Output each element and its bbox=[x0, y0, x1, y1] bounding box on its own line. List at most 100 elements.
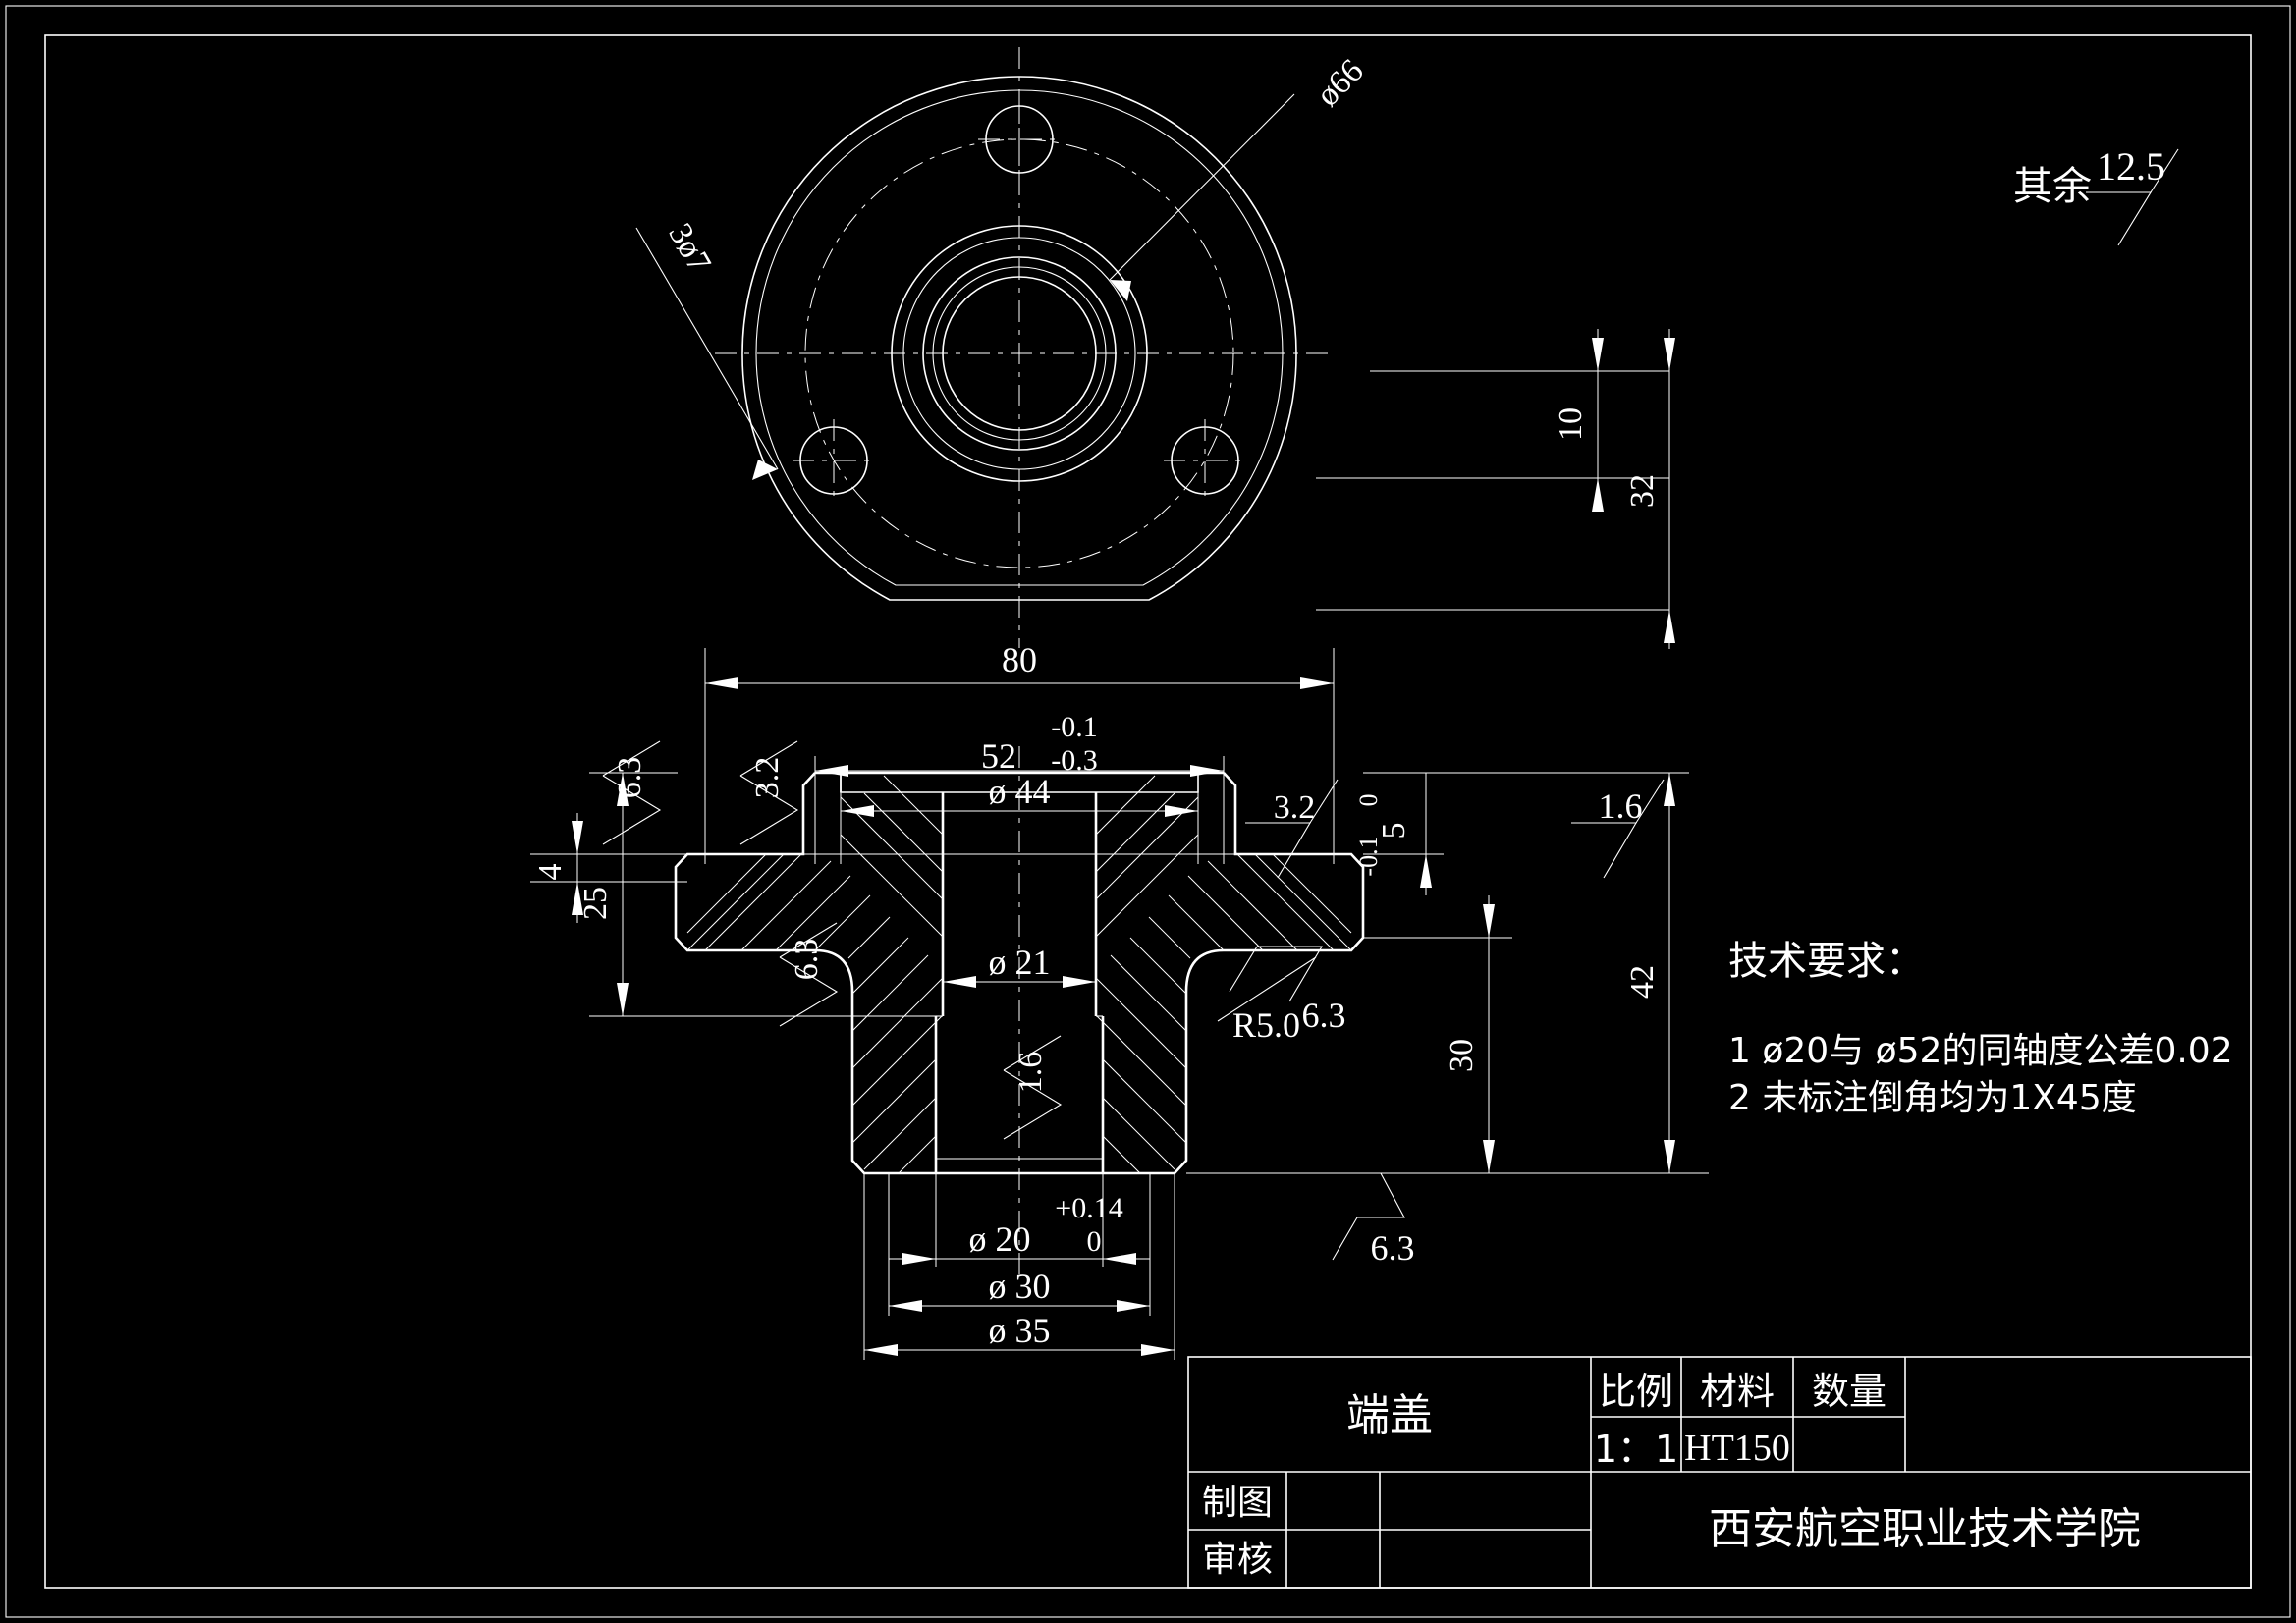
section-view: 80 52 -0.1 -0.3 ø 44 ø 21 ø 20 +0.14 0 bbox=[530, 640, 1709, 1360]
roughness-bore-16-value: 1.6 bbox=[1012, 1052, 1049, 1094]
dim-spigot-52: 52 bbox=[981, 736, 1016, 776]
title-scale-label: 比例 bbox=[1599, 1370, 1673, 1413]
tech-note-2: 2 未标注倒角均为1X45度 bbox=[1728, 1078, 2137, 1118]
dia66-leader bbox=[1109, 93, 1295, 281]
dim-5-tol-upper: 0 bbox=[1354, 794, 1383, 807]
dim-52-arrow-l bbox=[815, 765, 848, 777]
dim-30d-arrow-l bbox=[889, 1300, 922, 1312]
dim-bolt-hole-spec: 3ø7 bbox=[661, 217, 718, 279]
dim-80-arrow-l bbox=[705, 677, 738, 689]
dim-35-arrow-l bbox=[864, 1344, 898, 1356]
roughness-right-63-value: 6.3 bbox=[1302, 996, 1346, 1035]
roughness-left-32-value: 3.2 bbox=[749, 757, 786, 799]
dim-5-arrow-b bbox=[1420, 854, 1432, 888]
roughness-bottom-63: 6.3 bbox=[1332, 1172, 1415, 1268]
dim-52-arrow-r bbox=[1190, 765, 1224, 777]
dim-flange-thickness-4: 4 bbox=[532, 864, 569, 881]
dim-boss-height-30: 30 bbox=[1444, 1039, 1480, 1072]
technical-requirements: 技术要求： 1 ø20与 ø52的同轴度公差0.02 2 未标注倒角均为1X45… bbox=[1728, 939, 2233, 1118]
dim-fillet-r5: R5.0 bbox=[1232, 1005, 1300, 1045]
dim-20-tol-upper: +0.14 bbox=[1055, 1192, 1122, 1224]
section-hatch-left bbox=[686, 775, 944, 1174]
tech-notes-heading: 技术要求： bbox=[1728, 939, 1925, 984]
dim-30d-arrow-r bbox=[1117, 1300, 1150, 1312]
dim-21-arrow-r bbox=[1063, 976, 1096, 988]
dim-4-arrow-t bbox=[572, 821, 583, 854]
title-part-name: 端盖 bbox=[1346, 1390, 1433, 1440]
dim-5-tol-lower: -0.1 bbox=[1354, 836, 1383, 876]
roughness-left-lower: 6.3 bbox=[779, 922, 839, 1027]
dim-25-arrow-b bbox=[617, 983, 629, 1016]
dim-42-arrow-t bbox=[1664, 773, 1675, 806]
holes-leader bbox=[635, 227, 779, 470]
roughness-top-16: 1.6 bbox=[1571, 779, 1665, 879]
dim-flange-width-80: 80 bbox=[1002, 640, 1037, 679]
title-checked-label: 审核 bbox=[1202, 1540, 1273, 1580]
roughness-bore-16: 1.6 bbox=[1003, 1035, 1063, 1140]
dim-boss-30: ø 30 bbox=[989, 1267, 1051, 1306]
roughness-left-upper: 6.3 bbox=[602, 740, 662, 845]
title-material-value: HT150 bbox=[1684, 1428, 1790, 1469]
general-note-value: 12.5 bbox=[2097, 144, 2165, 189]
dim-boss-35: ø 35 bbox=[989, 1311, 1051, 1350]
dim-30h-arrow-b bbox=[1483, 1140, 1495, 1173]
title-material-label: 材料 bbox=[1700, 1370, 1775, 1413]
general-note-label: 其余 bbox=[2013, 164, 2092, 209]
dim-overall-height-42: 42 bbox=[1624, 965, 1661, 999]
dim-bore-21: ø 21 bbox=[989, 943, 1051, 982]
dim-depth-32: 32 bbox=[1624, 474, 1661, 508]
dim-bore-20: ø 20 bbox=[969, 1219, 1031, 1259]
dim-35-arrow-r bbox=[1141, 1344, 1175, 1356]
roughness-left-lower-value: 6.3 bbox=[789, 939, 825, 981]
dim-32-arrow-bot bbox=[1664, 610, 1675, 643]
dim-step-5: 5 bbox=[1376, 823, 1412, 839]
inner-border bbox=[44, 34, 2252, 1589]
roughness-right-32: 3.2 bbox=[1245, 779, 1339, 879]
dim-80-arrow-r bbox=[1300, 677, 1334, 689]
dim-20-arrow-l bbox=[902, 1253, 936, 1265]
general-roughness-note: 其余 12.5 bbox=[2013, 144, 2179, 246]
dim-20-arrow-r bbox=[1103, 1253, 1136, 1265]
roughness-bottom-63-value: 6.3 bbox=[1371, 1228, 1415, 1268]
dim-44-arrow-r bbox=[1165, 805, 1198, 817]
roughness-right-32-value: 3.2 bbox=[1274, 789, 1316, 826]
top-view: ø66 3ø7 10 32 bbox=[635, 47, 1675, 649]
section-left-outline bbox=[674, 772, 1019, 1175]
roughness-right-63: 6.3 bbox=[1229, 946, 1346, 1035]
dim-bolt-circle-dia: ø66 bbox=[1309, 52, 1370, 113]
dim-20-tol-lower: 0 bbox=[1087, 1225, 1102, 1258]
dim-32-arrow-top bbox=[1664, 338, 1675, 371]
tech-note-1: 1 ø20与 ø52的同轴度公差0.02 bbox=[1728, 1031, 2233, 1071]
dim-spigot-height-25: 25 bbox=[577, 887, 614, 920]
r50-leader bbox=[1217, 956, 1317, 1022]
dim-4-arrow-b bbox=[572, 882, 583, 915]
dim-10-arrow-bot bbox=[1592, 478, 1604, 512]
dim-10-arrow-top bbox=[1592, 338, 1604, 371]
title-drawn-label: 制图 bbox=[1202, 1483, 1273, 1523]
section-right-outline bbox=[1019, 772, 1365, 1175]
dim-21-arrow-l bbox=[943, 976, 976, 988]
dim-30h-arrow-t bbox=[1483, 904, 1495, 938]
bolt-hole-centerlines bbox=[793, 98, 1246, 502]
roughness-top-16-value: 1.6 bbox=[1599, 786, 1643, 826]
dim-depth-10: 10 bbox=[1553, 407, 1589, 441]
general-note-roughness-icon bbox=[2086, 148, 2179, 246]
holes-arrow bbox=[752, 460, 778, 480]
title-organization: 西安航空职业技术学院 bbox=[1709, 1504, 2141, 1554]
title-scale-value: 1：1 bbox=[1594, 1428, 1678, 1471]
roughness-left-32: 3.2 bbox=[739, 740, 799, 845]
title-quantity-label: 数量 bbox=[1812, 1370, 1886, 1413]
outer-border bbox=[5, 5, 2291, 1618]
dim-25-arrow-t bbox=[617, 773, 629, 806]
section-hatch-right bbox=[1095, 775, 1352, 1174]
dim-52-tol-lower: -0.3 bbox=[1051, 744, 1098, 777]
dim-42-arrow-b bbox=[1664, 1140, 1675, 1173]
dia66-arrow bbox=[1110, 280, 1131, 301]
dim-44-arrow-l bbox=[841, 805, 874, 817]
top-view-centerlines bbox=[715, 47, 1336, 648]
title-block[interactable]: 端盖 比例 材料 数量 1：1 HT150 制图 审核 西安航空职业技术学院 bbox=[1187, 1356, 2252, 1589]
roughness-left-upper-value: 6.3 bbox=[612, 757, 648, 799]
dim-52-tol-upper: -0.1 bbox=[1051, 711, 1098, 743]
